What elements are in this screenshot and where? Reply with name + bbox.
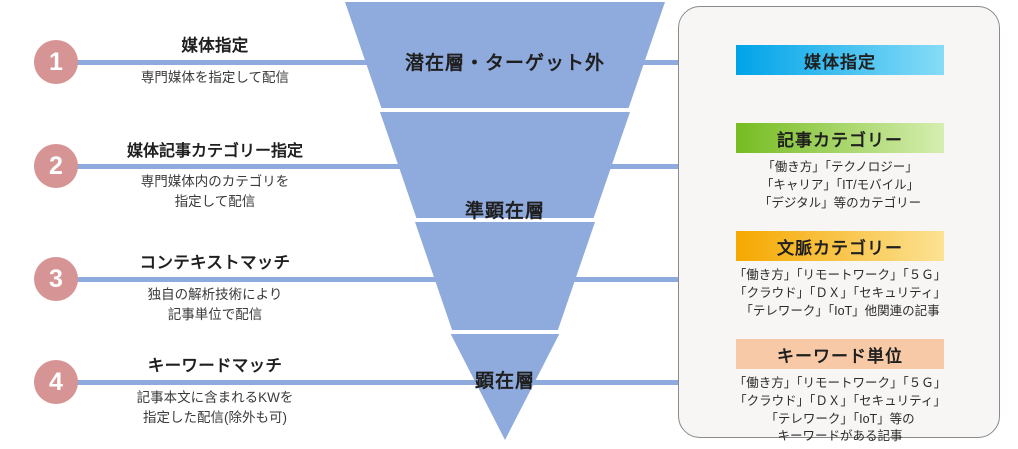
category-badge-3: 文脈カテゴリー bbox=[736, 231, 944, 261]
category-line: 「テレワーク」「IoT」他関連の記事 bbox=[740, 303, 940, 318]
step-number-4: 4 bbox=[34, 360, 78, 404]
category-lines-2: 「働き方」「テクノロジー」 「キャリア」「IT/モバイル」 「デジタル」等のカテ… bbox=[690, 159, 990, 212]
step-title-4: キーワードマッチ bbox=[147, 357, 283, 375]
category-lines-3: 「働き方」「リモートワーク」「５Ｇ」 「クラウド」「ＤＸ」「セキュリティ」 「テ… bbox=[690, 267, 990, 320]
category-block-2[interactable]: 記事カテゴリー 「働き方」「テクノロジー」 「キャリア」「IT/モバイル」 「デ… bbox=[679, 123, 1001, 212]
category-block-4[interactable]: キーワード単位 「働き方」「リモートワーク」「５Ｇ」 「クラウド」「ＤＸ」「セキ… bbox=[679, 339, 1001, 446]
step-number-2: 2 bbox=[34, 144, 78, 188]
step-title-1: 媒体指定 bbox=[181, 37, 249, 55]
funnel-shape: 潜在層・ターゲット外 準顕在層 顕在層 bbox=[340, 0, 670, 444]
category-line: 「デジタル」等のカテゴリー bbox=[758, 195, 922, 210]
step-number-1: 1 bbox=[34, 40, 78, 84]
funnel-label-0: 潜在層・ターゲット外 bbox=[404, 53, 605, 74]
funnel-label-1: 準顕在層 bbox=[464, 201, 545, 222]
category-line: 「テレワーク」「IoT」等の bbox=[765, 411, 915, 426]
category-line: 「働き方」「リモートワーク」「５Ｇ」 bbox=[733, 376, 947, 390]
funnel-label-2: 顕在層 bbox=[474, 371, 535, 392]
category-line: キーワードがある記事 bbox=[777, 429, 903, 444]
connector-line-3-left bbox=[62, 277, 670, 282]
step-desc-1: 専門媒体を指定して配信 bbox=[75, 68, 355, 88]
step-desc-line: 指定して配信 bbox=[174, 194, 256, 210]
step-title-2: 媒体記事カテゴリー指定 bbox=[126, 143, 303, 160]
categories-panel: 媒体指定 記事カテゴリー 「働き方」「テクノロジー」 「キャリア」「IT/モバイ… bbox=[678, 6, 1001, 443]
step-desc-line: 指定した配信(除外も可) bbox=[143, 410, 287, 426]
category-line: 「働き方」「テクノロジー」 bbox=[762, 160, 918, 174]
step-desc-3: 独自の解析技術により 記事単位で配信 bbox=[75, 285, 355, 326]
step-title-3: コンテキストマッチ bbox=[139, 254, 291, 272]
step-desc-2: 専門媒体内のカテゴリを 指定して配信 bbox=[75, 172, 355, 213]
step-desc-line: 独自の解析技術により bbox=[147, 287, 283, 302]
step-desc-4: 記事本文に含まれるKWを 指定した配信(除外も可) bbox=[75, 388, 355, 429]
category-line: 「働き方」「リモートワーク」「５Ｇ」 bbox=[733, 268, 947, 282]
category-badge-4: キーワード単位 bbox=[736, 339, 944, 369]
step-desc-line: 記事本文に含まれるKWを bbox=[136, 390, 294, 405]
category-block-3[interactable]: 文脈カテゴリー 「働き方」「リモートワーク」「５Ｇ」 「クラウド」「ＤＸ」「セキ… bbox=[679, 231, 1001, 320]
category-line: 「クラウド」「ＤＸ」「セキュリティ」 bbox=[734, 285, 946, 300]
category-line: 「クラウド」「ＤＸ」「セキュリティ」 bbox=[734, 393, 946, 408]
connector-line-4-left bbox=[62, 380, 670, 385]
step-desc-line: 記事単位で配信 bbox=[167, 307, 263, 323]
connector-line-2-left bbox=[62, 164, 670, 169]
category-badge-1: 媒体指定 bbox=[736, 45, 944, 75]
step-number-3: 3 bbox=[34, 257, 78, 301]
step-desc-line: 専門媒体を指定して配信 bbox=[140, 70, 290, 85]
category-badge-2: 記事カテゴリー bbox=[736, 123, 944, 153]
step-desc-line: 専門媒体内のカテゴリを bbox=[140, 174, 290, 189]
category-line: 「キャリア」「IT/モバイル」 bbox=[760, 177, 920, 192]
category-lines-4: 「働き方」「リモートワーク」「５Ｇ」 「クラウド」「ＤＸ」「セキュリティ」 「テ… bbox=[690, 375, 990, 446]
category-block-1[interactable]: 媒体指定 bbox=[679, 45, 1001, 75]
